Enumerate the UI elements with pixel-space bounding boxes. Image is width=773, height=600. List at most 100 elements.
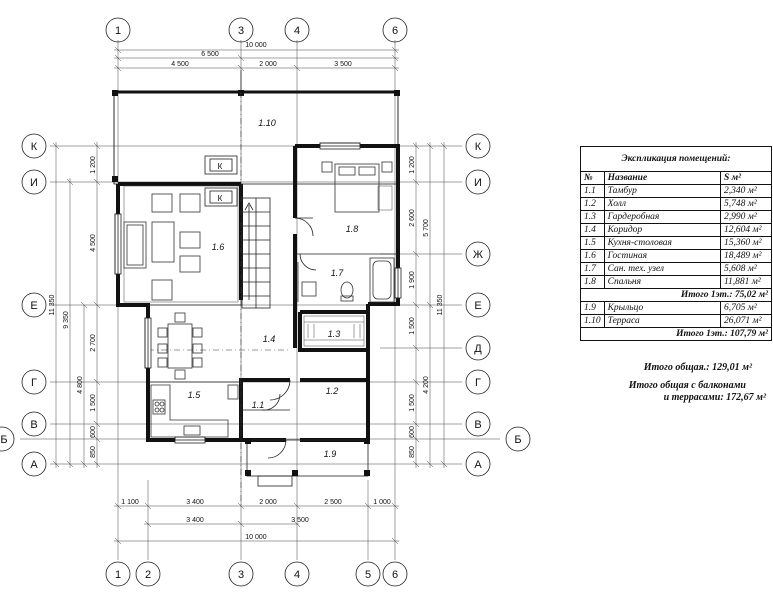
table-row: 1.4 Коридор 12,604 м² bbox=[580, 223, 772, 237]
total-area-with-balconies-line2: и террасами: 172,67 м² bbox=[663, 392, 766, 403]
dim-top-row1: 3 500 bbox=[334, 61, 352, 68]
dim-right-inner: 1 500 bbox=[409, 394, 416, 412]
col-name-header: Название bbox=[603, 171, 722, 185]
room-number: 1.1 bbox=[580, 184, 605, 198]
room-area: 6,705 м² bbox=[720, 301, 772, 315]
dim-left-inner: 1 200 bbox=[90, 156, 97, 174]
right-dimensions bbox=[412, 142, 448, 468]
room-number: 1.5 bbox=[580, 236, 605, 250]
room-name: Спальня bbox=[603, 275, 722, 289]
axis-label: Б bbox=[514, 434, 521, 446]
living-furniture bbox=[123, 185, 239, 303]
room-area: 12,604 м² bbox=[720, 223, 772, 237]
thin-partitions bbox=[148, 92, 398, 505]
dim-left-inner: 600 bbox=[90, 426, 97, 438]
stove-label: К bbox=[218, 194, 223, 203]
axis-label: Г bbox=[475, 377, 481, 389]
axis-label: 4 bbox=[294, 569, 300, 581]
room-name: Гостиная bbox=[603, 249, 722, 263]
doors bbox=[261, 217, 317, 459]
left-dimensions bbox=[52, 142, 101, 468]
axis-label: И bbox=[474, 177, 482, 189]
room-label: 1.2 bbox=[326, 386, 339, 396]
dining-set bbox=[157, 312, 203, 380]
room-label: 1.6 bbox=[212, 242, 225, 252]
room-label: 1.7 bbox=[331, 268, 345, 278]
dim-bottom-row2: 3 400 bbox=[186, 517, 204, 524]
room-area: 26,071 м² bbox=[720, 314, 772, 328]
top-dimensions bbox=[114, 46, 399, 72]
axis-bubbles-left: К И Е Г В Б А bbox=[0, 133, 47, 477]
room-number: 1.8 bbox=[580, 275, 605, 289]
room-label: 1.1 bbox=[252, 400, 265, 410]
dim-right-inner: 600 bbox=[409, 426, 416, 438]
dim-bottom-total: 10 000 bbox=[245, 534, 267, 541]
table-row: 1.3 Гардеробная 2,990 м² bbox=[580, 210, 772, 224]
room-name: Коридор bbox=[603, 223, 722, 237]
room-number: 1.9 bbox=[580, 301, 605, 315]
dim-top-row2: 2 000 bbox=[259, 61, 277, 68]
dim-right-inner: 850 bbox=[409, 446, 416, 458]
total-area: Итого общая.: 129,01 м² bbox=[643, 362, 752, 373]
dim-right-outer: 11 350 bbox=[437, 294, 444, 315]
col-number-header: № bbox=[580, 171, 605, 185]
table-row: 1.7 Сан. тех. узел 5,608 м² bbox=[580, 262, 772, 276]
wardrobe-shelves bbox=[303, 315, 365, 347]
axis-label: 5 bbox=[365, 569, 371, 581]
room-label: 1.5 bbox=[188, 390, 202, 400]
axis-label: А bbox=[30, 459, 38, 471]
room-label: 1.4 bbox=[263, 334, 276, 344]
dim-bottom-row1: 3 400 bbox=[186, 499, 204, 506]
room-area: 5,608 м² bbox=[720, 262, 772, 276]
stove-label: К bbox=[218, 162, 223, 171]
axis-label: 1 bbox=[115, 569, 121, 581]
room-name: Терраса bbox=[603, 314, 722, 328]
total-area-with-balconies-line1: Итого общая с балконами bbox=[628, 380, 746, 391]
walls bbox=[116, 144, 400, 442]
stairs bbox=[241, 197, 271, 309]
dim-right-inner: 1 900 bbox=[409, 271, 416, 289]
room-number: 1.3 bbox=[580, 210, 605, 224]
axis-label: Б bbox=[0, 434, 7, 446]
room-name: Тамбур bbox=[603, 184, 722, 198]
dim-right-inner: 1 200 bbox=[409, 156, 416, 174]
axis-label: 2 bbox=[145, 569, 151, 581]
table-row: 1.6 Гостиная 18,489 м² bbox=[580, 249, 772, 263]
dim-left-inner: 850 bbox=[90, 446, 97, 458]
porch bbox=[245, 438, 370, 487]
dim-right-inner: 2 600 bbox=[409, 209, 416, 227]
axis-bubbles-top: 1 3 4 6 bbox=[105, 17, 408, 43]
axis-label: 1 bbox=[115, 25, 121, 37]
axis-label: В bbox=[30, 419, 37, 431]
room-area: 15,360 м² bbox=[720, 236, 772, 250]
axis-label: 3 bbox=[238, 25, 244, 37]
dim-right-inner: 4 200 bbox=[423, 376, 430, 394]
axis-label: Ж bbox=[473, 249, 483, 261]
table-row: 1.2 Холл 5,748 м² bbox=[580, 197, 772, 211]
room-area: 5,748 м² bbox=[720, 197, 772, 211]
axis-bubbles-right: К И Ж Е Д Г В Б А bbox=[465, 133, 531, 477]
room-labels: 1.10 1.6 1.8 1.7 1.3 1.4 1.5 1.1 1.2 1.9 bbox=[188, 118, 359, 459]
room-label: 1.9 bbox=[324, 449, 337, 459]
bedroom-furniture bbox=[321, 161, 393, 213]
table-row: 1.5 Кухня-столовая 15,360 м² bbox=[580, 236, 772, 250]
dim-left-inner: 4 800 bbox=[77, 376, 84, 394]
dim-left-inner: 1 500 bbox=[90, 394, 97, 412]
table-row: 1.9 Крыльцо 6,705 м² bbox=[580, 301, 772, 315]
dim-left-inner: 4 500 bbox=[90, 234, 97, 252]
axis-label: К bbox=[31, 141, 38, 153]
dim-right-inner: 1 500 bbox=[409, 317, 416, 335]
stove-lower: К bbox=[204, 187, 238, 207]
room-label: 1.3 bbox=[328, 329, 341, 339]
axis-label: 6 bbox=[392, 25, 398, 37]
room-explication: Экспликация помещений: № Название S м² 1… bbox=[580, 146, 772, 341]
room-area: 11,881 м² bbox=[720, 275, 772, 289]
room-area: 2,340 м² bbox=[720, 184, 772, 198]
axis-bubbles-bottom: 1 2 3 4 5 6 bbox=[105, 561, 408, 587]
explication-table: Экспликация помещений: № Название S м² 1… bbox=[580, 146, 772, 341]
room-number: 1.4 bbox=[580, 223, 605, 237]
room-label: 1.10 bbox=[258, 118, 276, 128]
axis-label: 6 bbox=[392, 569, 398, 581]
axis-label: Г bbox=[31, 377, 37, 389]
room-name: Крыльцо bbox=[603, 301, 722, 315]
